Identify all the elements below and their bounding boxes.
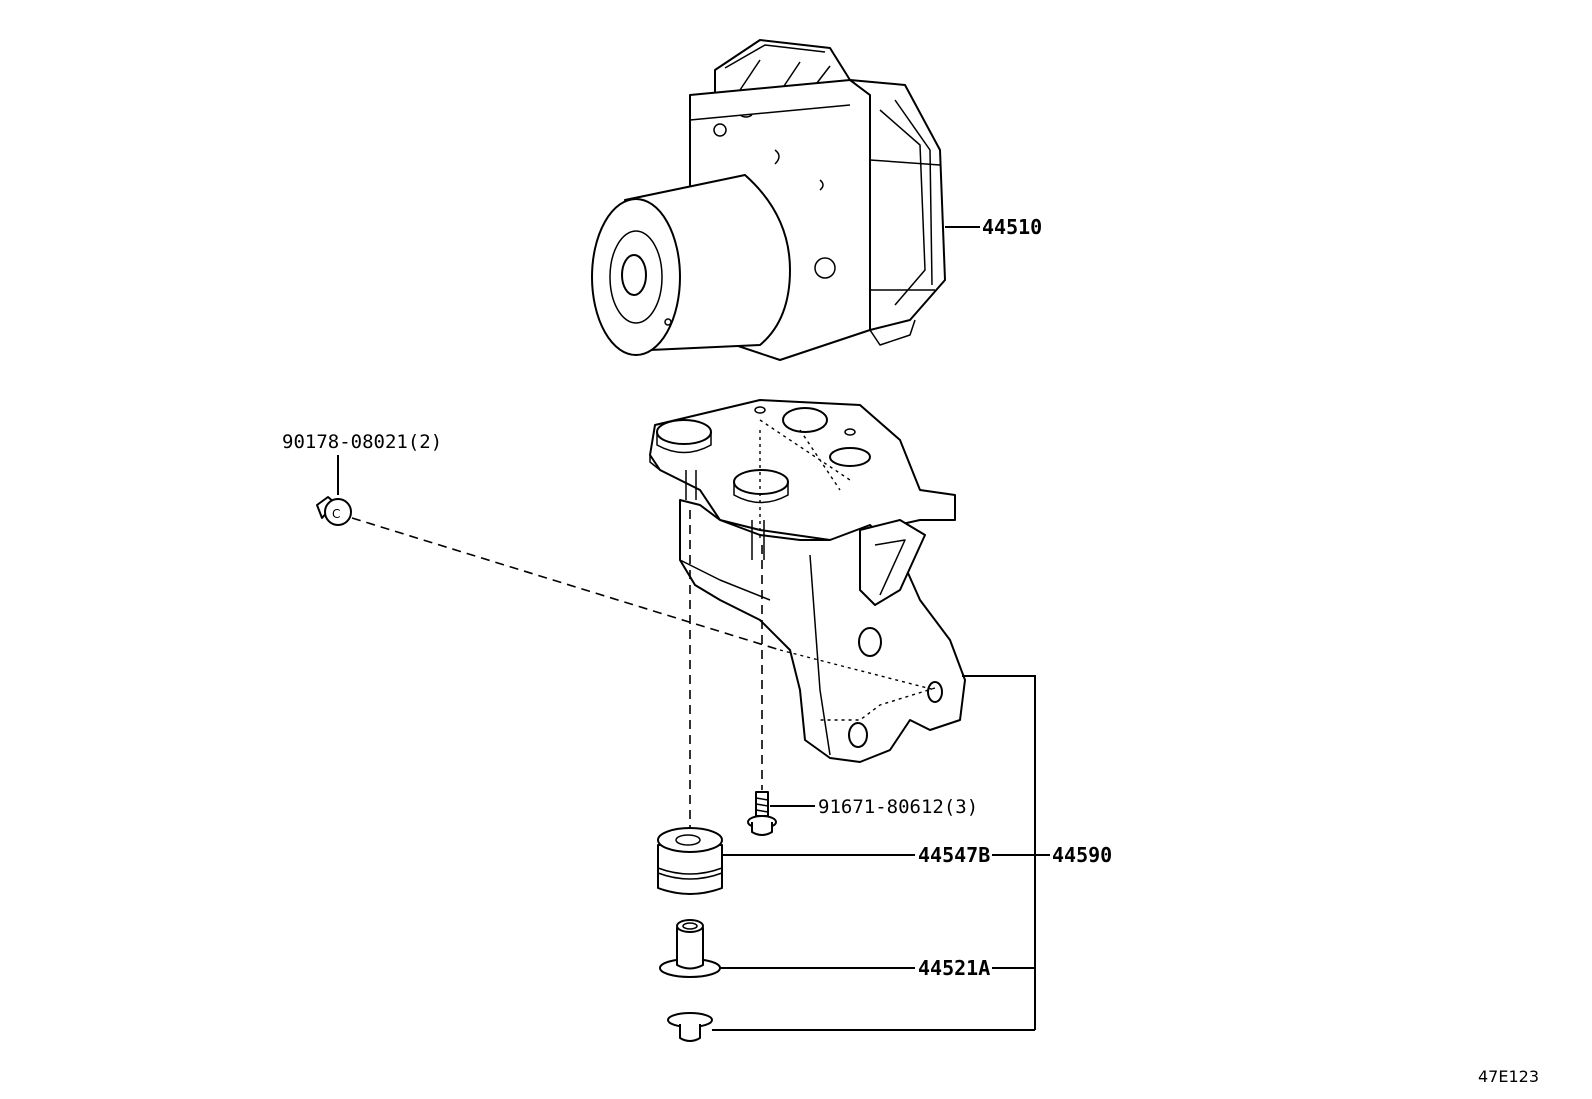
callout-44547b[interactable]: 44547B xyxy=(918,843,990,867)
cushion-44547b[interactable] xyxy=(657,827,723,895)
hidden-line xyxy=(759,419,851,540)
callout-90178-08021[interactable]: 90178-08021(2) xyxy=(282,431,442,453)
svg-text:C: C xyxy=(332,507,340,521)
bracket-nut[interactable] xyxy=(667,1012,713,1042)
callout-44521a[interactable]: 44521A xyxy=(918,956,990,980)
hidden-line xyxy=(820,687,936,721)
callout-44590[interactable]: 44590 xyxy=(1052,843,1112,867)
collar-44521a[interactable] xyxy=(659,919,721,978)
callout-44510[interactable]: 44510 xyxy=(982,215,1042,239)
abs-actuator[interactable] xyxy=(591,39,946,361)
bracket[interactable] xyxy=(649,399,966,763)
bolt-91671[interactable] xyxy=(747,791,777,836)
callout-91671-80612[interactable]: 91671-80612(3) xyxy=(818,796,978,818)
leader-44590 xyxy=(962,675,1036,1030)
assembly-dot-line xyxy=(779,649,936,691)
flange-bolt-90178[interactable]: C xyxy=(316,496,352,526)
drawing-code: 47E123 xyxy=(1478,1067,1539,1086)
